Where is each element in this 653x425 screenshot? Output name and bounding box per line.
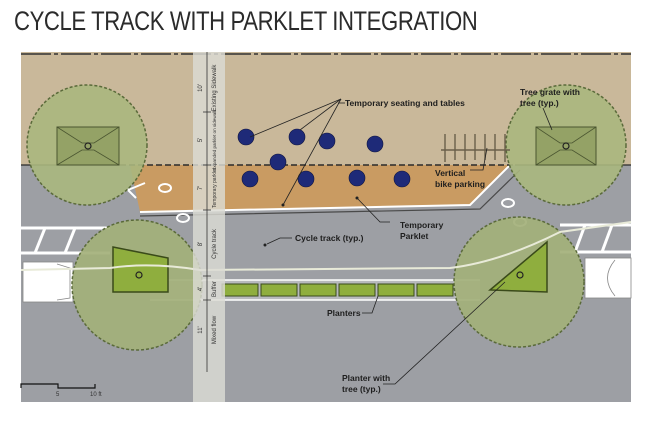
scale-end-label: 10 ft	[90, 392, 102, 398]
callout-tree-grate-line1: Tree grate with	[520, 87, 580, 97]
seating-tables	[237, 128, 411, 188]
dim-sidewalk-label: Existing Sidewalk	[212, 64, 218, 112]
dim-expanded-label: Expanded parklet on sidewalk	[212, 109, 217, 171]
callout-planters: Planters	[327, 308, 361, 318]
dim-buffer-width: 4'	[198, 287, 204, 291]
scale-bar: 5 10 ft	[20, 383, 102, 398]
callout-cycle-track: Cycle track (typ.)	[295, 233, 364, 243]
planter-tree-icon	[516, 271, 524, 279]
section-dimension-strip	[193, 52, 225, 402]
dim-buffer-label: Buffer	[212, 281, 218, 297]
dim-mixed-label: Mixed flow	[212, 315, 218, 344]
dim-parklet-width: 7'	[198, 186, 204, 190]
scale-mid-label: 5	[56, 392, 60, 398]
diagram-title: CYCLE TRACK WITH PARKLET INTEGRATION	[14, 6, 478, 36]
callout-planter-tree-line1: Planter with	[342, 373, 390, 383]
dim-expanded-width: 5'	[198, 138, 204, 142]
callout-tree-grate-line2: tree (typ.)	[520, 98, 559, 108]
tree-planter-bottom-right	[453, 216, 585, 348]
leader-lines	[249, 98, 553, 385]
dim-cycle-width: 8'	[198, 242, 204, 246]
parklet-curb	[139, 164, 511, 213]
tree-grate-icon	[562, 142, 570, 150]
vertical-bike-rack	[441, 134, 510, 162]
callout-planter-tree-line2: tree (typ.)	[342, 384, 381, 394]
tree-planter-bottom-left	[71, 219, 203, 351]
cycle-track-edge	[20, 221, 632, 272]
callout-bike-parking-line1: Vertical	[435, 168, 465, 178]
tree-top-left	[26, 84, 148, 206]
callout-seating: Temporary seating and tables	[345, 98, 465, 108]
callout-bike-parking-line2: bike parking	[435, 179, 485, 189]
bike-lane-marking-left	[127, 182, 190, 223]
tree-top-right	[505, 84, 627, 206]
dim-mixed-width: 11'	[198, 326, 204, 333]
parked-car-right	[584, 257, 632, 299]
dim-cycle-label: Cycle track	[212, 228, 218, 259]
buffer-planters	[221, 283, 454, 297]
callout-parklet-line2: Parklet	[400, 231, 429, 241]
planter-tree-icon	[135, 271, 143, 279]
callout-parklet-line1: Temporary	[400, 220, 444, 230]
tree-grate-icon	[84, 142, 92, 150]
dim-sidewalk-width: 10'	[198, 84, 204, 92]
crosswalk-left	[21, 226, 110, 255]
dim-parklet-label: Temporary parklet	[212, 167, 218, 208]
section-labels: 10' Existing Sidewalk 5' Expanded parkle…	[198, 64, 218, 345]
